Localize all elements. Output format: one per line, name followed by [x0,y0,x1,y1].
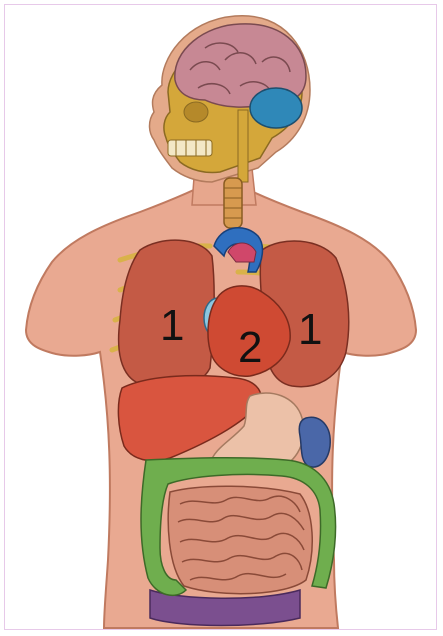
eye-socket [184,102,208,122]
kidney [299,417,330,467]
right-lung-label: 1 [298,305,322,354]
heart-label: 2 [238,323,262,372]
trachea [224,178,242,228]
teeth [168,140,212,156]
eye [250,88,302,128]
left-lung-label: 1 [160,301,184,350]
spinal-cord [238,110,248,182]
